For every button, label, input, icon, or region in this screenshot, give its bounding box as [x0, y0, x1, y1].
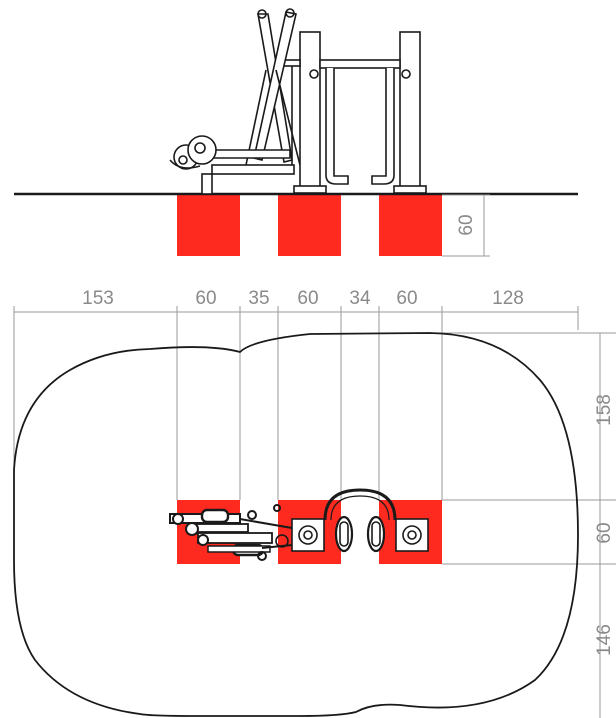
plan-view: 153 60 35 60 34 60 128 158 60 146 — [13, 288, 616, 718]
dim-h-3: 35 — [248, 288, 269, 309]
vertical-dimension-labels: 158 60 146 — [594, 394, 615, 656]
vertical-dimension-lines — [430, 332, 616, 718]
footing-elevation-3 — [379, 195, 442, 256]
fitness-equipment-elevation — [169, 8, 427, 195]
dim-h-7: 128 — [492, 288, 524, 309]
dim-v-1: 158 — [594, 394, 615, 426]
safety-zone-outline — [13, 332, 579, 717]
dim-v-2: 60 — [594, 522, 615, 543]
elevation-depth-label: 60 — [456, 214, 477, 235]
fitness-equipment-plan — [169, 488, 429, 561]
elevation-view: 60 — [14, 8, 578, 257]
footing-elevation-2 — [278, 195, 341, 256]
dim-v-3: 146 — [594, 624, 615, 656]
dim-h-2: 60 — [195, 288, 216, 309]
elevation-depth-dimension — [442, 194, 490, 257]
dim-h-4: 60 — [297, 288, 318, 309]
dim-h-5: 34 — [349, 288, 371, 309]
horizontal-dimension-labels: 153 60 35 60 34 60 128 — [82, 288, 524, 309]
dim-h-6: 60 — [396, 288, 417, 309]
dim-h-1: 153 — [82, 288, 114, 309]
footing-elevation-1 — [177, 195, 240, 256]
